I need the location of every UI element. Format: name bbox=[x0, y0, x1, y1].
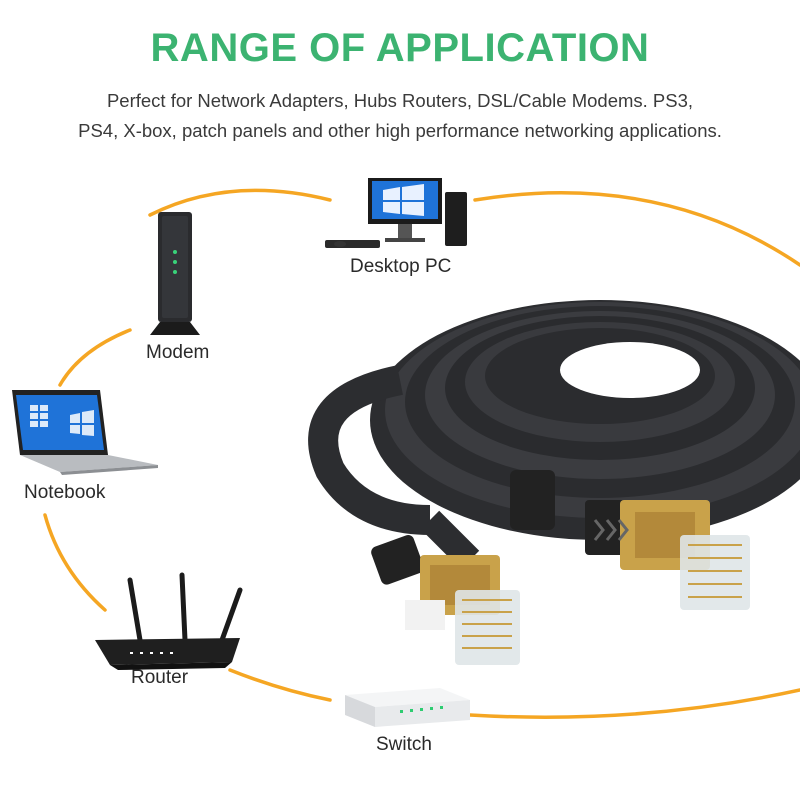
rj45-plug-right bbox=[510, 470, 750, 610]
ring-arc-left-upper bbox=[58, 328, 132, 387]
label-modem: Modem bbox=[146, 342, 210, 363]
rj45-plug-left bbox=[371, 535, 520, 665]
notebook-icon bbox=[12, 390, 158, 475]
page-subtitle: Perfect for Network Adapters, Hubs Route… bbox=[30, 86, 770, 146]
ring-arc-bottom-left bbox=[228, 668, 332, 702]
label-switch: Switch bbox=[376, 734, 432, 755]
label-router: Router bbox=[131, 667, 189, 688]
ring-arc-top-left bbox=[148, 188, 332, 217]
label-desktop-pc: Desktop PC bbox=[350, 256, 452, 277]
label-notebook: Notebook bbox=[24, 482, 106, 503]
desktop-pc-icon bbox=[325, 178, 467, 248]
switch-icon bbox=[345, 688, 470, 727]
ring-arc-top-right bbox=[473, 191, 800, 267]
router-icon bbox=[95, 572, 243, 670]
subtitle-line-1: Perfect for Network Adapters, Hubs Route… bbox=[106, 90, 694, 111]
page-title: RANGE OF APPLICATION bbox=[150, 26, 650, 70]
connection-ring bbox=[43, 188, 800, 719]
ring-arc-left-lower bbox=[43, 513, 107, 612]
ring-arc-bottom-right bbox=[468, 688, 800, 719]
subtitle-line-2: PS4, X-box, patch panels and other high … bbox=[78, 120, 722, 141]
cable-coil bbox=[308, 300, 800, 570]
modem-icon bbox=[150, 212, 200, 335]
